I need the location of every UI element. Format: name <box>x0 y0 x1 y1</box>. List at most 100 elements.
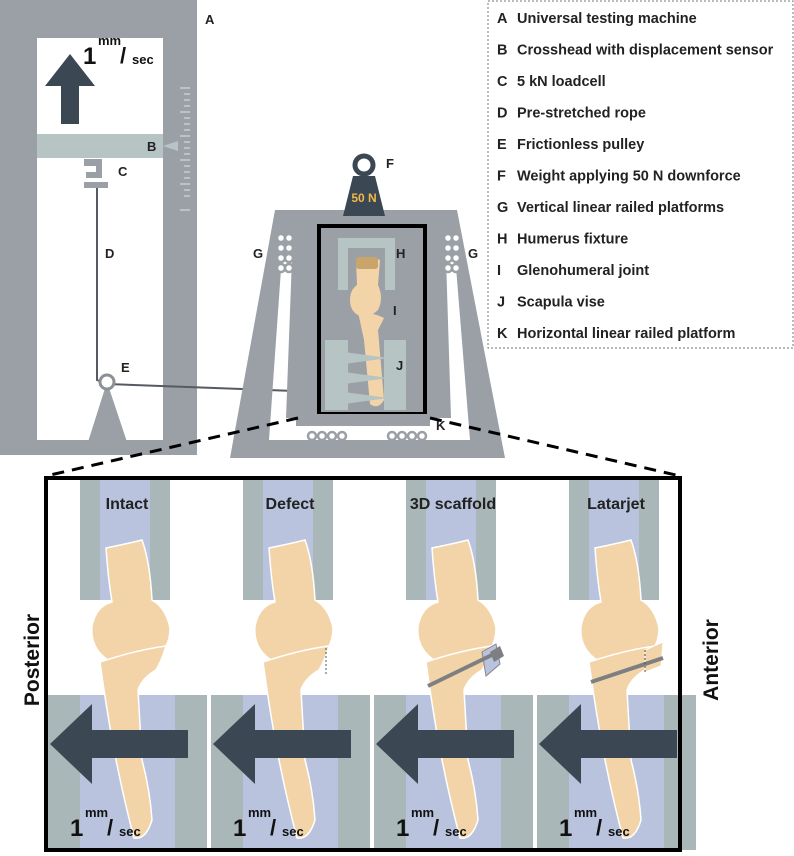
legend-text: Glenohumeral joint <box>517 263 649 279</box>
svg-text:/: / <box>107 815 113 840</box>
legend-item: F Weight applying 50 N downforce <box>497 169 741 185</box>
shoulder-rig: 50 N <box>230 153 505 458</box>
legend-letter: A <box>497 11 508 27</box>
loadcell <box>84 159 108 188</box>
side-label-anterior: Anterior <box>700 619 723 701</box>
legend-letter: I <box>497 263 501 279</box>
svg-text:mm: mm <box>98 33 121 48</box>
panel-latarjet: Latarjet 1mm/ sec <box>533 478 696 850</box>
legend-text: Crosshead with displacement sensor <box>517 43 774 59</box>
svg-text:50 N: 50 N <box>351 191 376 205</box>
legend-item: C 5 kN loadcell <box>497 74 606 90</box>
svg-text:sec: sec <box>119 824 141 839</box>
panel-title: Latarjet <box>587 496 645 513</box>
svg-text:1: 1 <box>559 815 572 842</box>
legend-letter: B <box>497 43 507 59</box>
letter-labels: A B C D E F G G H I J K <box>105 12 478 433</box>
legend-letter: F <box>497 169 506 185</box>
horizontal-rail <box>306 430 428 442</box>
svg-text:1: 1 <box>83 43 96 70</box>
legend-letter: E <box>497 137 507 153</box>
pulley <box>98 373 116 391</box>
vertical-rail-right <box>442 232 462 274</box>
label-C: C <box>118 164 128 179</box>
svg-text:sec: sec <box>445 824 467 839</box>
testing-machine <box>0 0 323 455</box>
legend-text: Vertical linear railed platforms <box>517 200 724 216</box>
zoom-line-left <box>45 416 299 478</box>
legend-item: I Glenohumeral joint <box>497 263 649 279</box>
panel-title: Defect <box>266 496 316 513</box>
label-K: K <box>436 418 446 433</box>
legend-item: H Humerus fixture <box>497 232 628 248</box>
displacement-scale <box>180 87 190 211</box>
label-G-right: G <box>468 246 478 261</box>
legend-item: K Horizontal linear railed platform <box>497 326 735 342</box>
horizontal-platform <box>296 414 430 426</box>
legend-letter: H <box>497 232 507 248</box>
svg-text:1: 1 <box>233 815 246 842</box>
svg-text:mm: mm <box>248 805 271 820</box>
translation-arrow-icon <box>376 704 514 784</box>
legend-letter: D <box>497 106 507 122</box>
panel-title: Intact <box>106 496 149 513</box>
label-J: J <box>396 358 403 373</box>
speed-label: 1mm/ sec <box>70 805 141 842</box>
vertical-rail-left <box>275 232 295 274</box>
legend-letter: K <box>497 326 508 342</box>
legend-letter: G <box>497 200 508 216</box>
humerus-small <box>350 257 381 317</box>
screw <box>427 650 499 688</box>
label-H: H <box>396 246 405 261</box>
speed-label-top: 1 mm / sec <box>83 33 154 70</box>
humerus-fixture <box>338 238 395 290</box>
legend-text: Universal testing machine <box>517 11 697 27</box>
crosshead-pointer <box>163 141 178 151</box>
svg-text:/: / <box>596 815 602 840</box>
weight: 50 N <box>343 153 385 216</box>
legend-item: A Universal testing machine <box>497 11 697 27</box>
svg-text:/: / <box>270 815 276 840</box>
svg-text:sec: sec <box>282 824 304 839</box>
legend-text: Horizontal linear railed platform <box>517 326 735 342</box>
speed-label: 1mm/ sec <box>396 805 467 842</box>
svg-text:/: / <box>120 43 126 68</box>
svg-text:/: / <box>433 815 439 840</box>
legend-text: Scapula vise <box>517 295 605 311</box>
label-E: E <box>121 360 130 375</box>
crosshead <box>37 134 163 158</box>
legend-text: Humerus fixture <box>517 232 628 248</box>
translation-arrow-icon <box>50 704 188 784</box>
speed-label: 1mm/ sec <box>559 805 630 842</box>
speed-label: 1mm/ sec <box>233 805 304 842</box>
svg-text:sec: sec <box>132 52 154 67</box>
legend-text: Weight applying 50 N downforce <box>517 169 741 185</box>
label-I: I <box>393 303 397 318</box>
crosshead-up-arrow-icon <box>45 54 95 124</box>
svg-text:mm: mm <box>411 805 434 820</box>
svg-text:1: 1 <box>70 815 83 842</box>
side-label-posterior: Posterior <box>21 614 44 706</box>
legend-letter: C <box>497 74 508 90</box>
panel-defect: Defect 1mm/ sec <box>207 478 370 850</box>
svg-text:1: 1 <box>396 815 409 842</box>
label-B: B <box>147 139 156 154</box>
screw <box>590 656 664 684</box>
legend-item: G Vertical linear railed platforms <box>497 200 724 216</box>
svg-text:mm: mm <box>574 805 597 820</box>
legend-item: J Scapula vise <box>497 295 605 311</box>
label-F: F <box>386 156 394 171</box>
legend-letter: J <box>497 295 505 311</box>
pulley-stand <box>88 382 127 442</box>
label-A: A <box>205 12 215 27</box>
svg-text:sec: sec <box>608 824 630 839</box>
svg-text:mm: mm <box>85 805 108 820</box>
label-G-left: G <box>253 246 263 261</box>
legend-text: 5 kN loadcell <box>517 74 606 90</box>
